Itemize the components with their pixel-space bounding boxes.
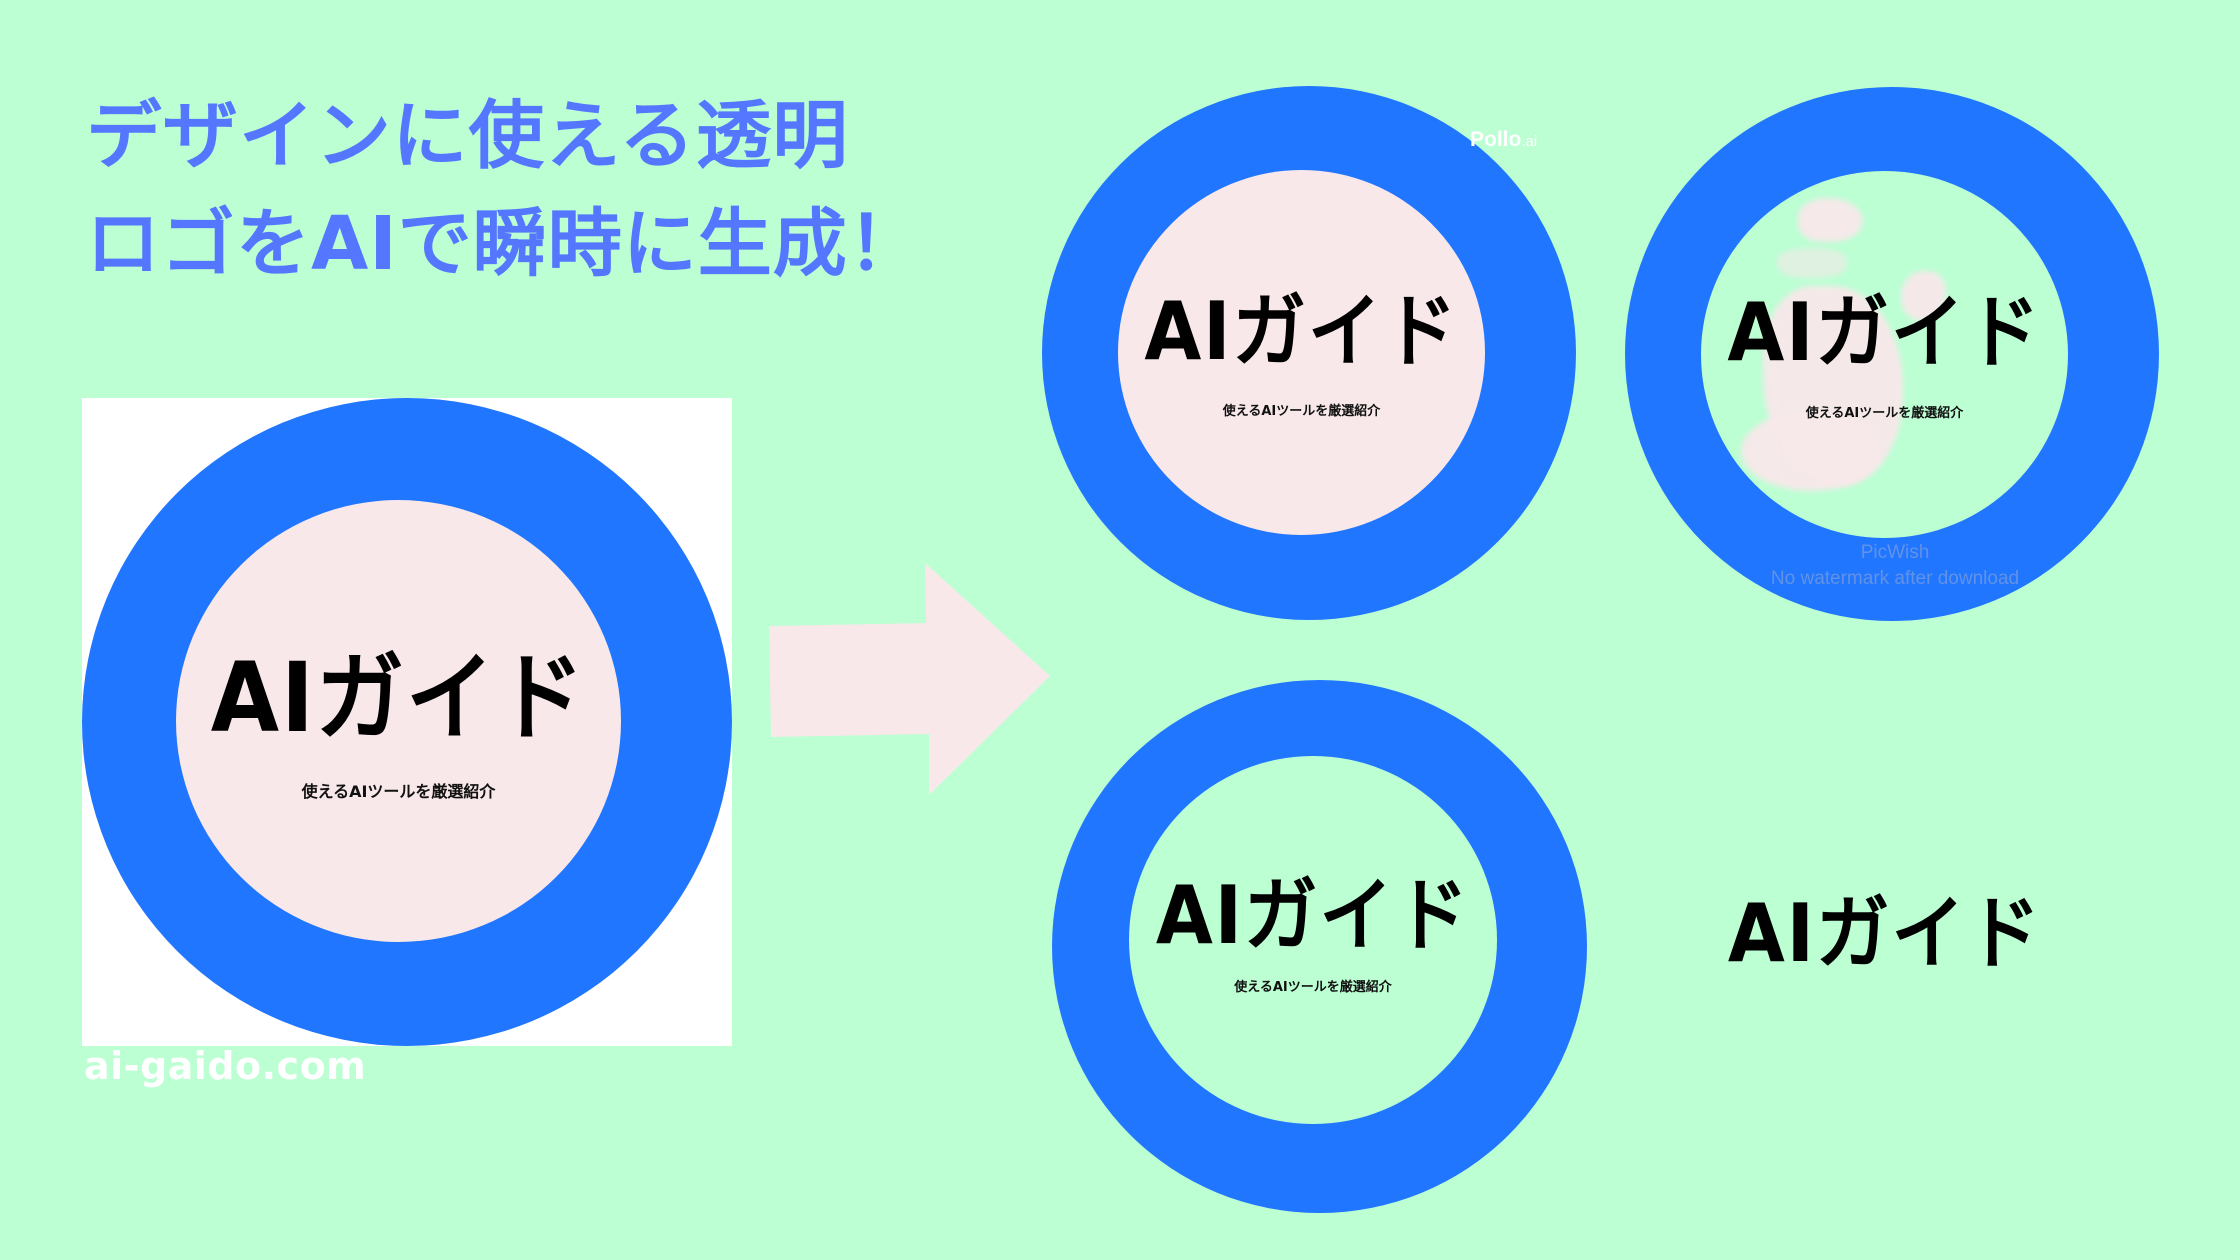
artifact-blob — [1798, 198, 1863, 242]
source-logo-inner-circle: AIガイド 使えるAIツールを厳選紹介 — [176, 500, 621, 942]
pollo-watermark-suffix: .ai — [1521, 133, 1538, 150]
site-url: ai-gaido.com — [84, 1044, 367, 1088]
picwish-watermark: PicWish No watermark after download — [1740, 540, 2050, 592]
headline-line-1: デザインに使える透明 — [86, 93, 849, 179]
picwish-watermark-note: No watermark after download — [1770, 568, 2020, 589]
result-text-only-title: AIガイド — [1727, 887, 2043, 980]
arrow-right-icon — [769, 563, 1050, 795]
result-picwish-inner-circle: AIガイド 使えるAIツールを厳選紹介 — [1701, 171, 2068, 538]
result-clean-inner-circle: AIガイド 使えるAIツールを厳選紹介 — [1129, 756, 1497, 1124]
result-pollo-subtitle: 使えるAIツールを厳選紹介 — [1222, 404, 1381, 419]
result-picwish-title: AIガイド — [1727, 286, 2042, 379]
result-picwish-subtitle: 使えるAIツールを厳選紹介 — [1805, 406, 1964, 421]
result-clean-subtitle: 使えるAIツールを厳選紹介 — [1234, 980, 1392, 995]
result-pollo-title: AIガイド — [1144, 285, 1459, 378]
result-pollo-inner-circle: AIガイド 使えるAIツールを厳選紹介 — [1118, 170, 1485, 535]
source-logo-subtitle: 使えるAIツールを厳選紹介 — [301, 782, 496, 801]
picwish-watermark-brand: PicWish — [1860, 542, 1930, 563]
result-clean-title: AIガイド — [1155, 869, 1471, 962]
artifact-blob — [1777, 248, 1847, 278]
pollo-watermark: Pollo.ai — [1470, 128, 1537, 152]
artifact-blob — [1741, 411, 1881, 491]
result-clean-ring: AIガイド 使えるAIツールを厳選紹介 — [1052, 680, 1587, 1213]
result-pollo-ring: AIガイド 使えるAIツールを厳選紹介 — [1042, 86, 1576, 620]
artifact-blob — [1901, 271, 1946, 321]
source-logo-canvas: AIガイド 使えるAIツールを厳選紹介 — [82, 398, 732, 1046]
result-picwish-ring: AIガイド 使えるAIツールを厳選紹介 — [1625, 87, 2159, 621]
result-text-only: AIガイド — [1690, 880, 2080, 990]
pollo-watermark-brand: Pollo — [1470, 128, 1522, 151]
source-logo-title: AIガイド — [210, 642, 587, 754]
headline-line-2: ロゴをAIで瞬時に生成！ — [86, 201, 923, 287]
